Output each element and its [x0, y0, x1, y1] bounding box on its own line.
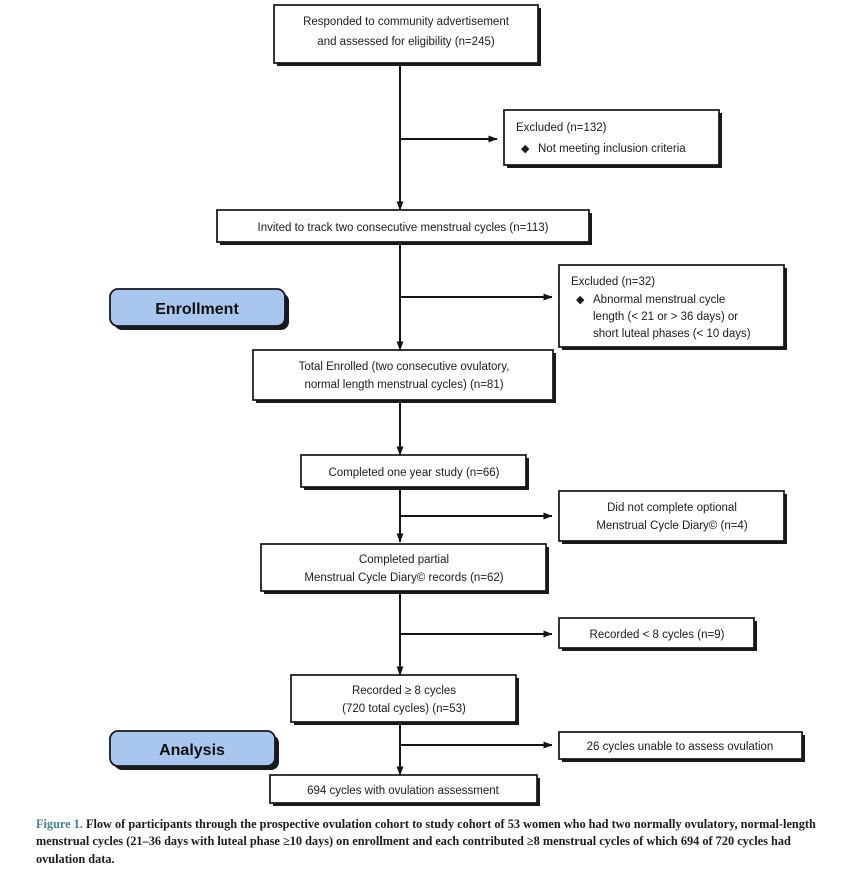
svg-text:Recorded ≥ 8 cycles: Recorded ≥ 8 cycles [352, 685, 456, 697]
enrolled-line2b: (n=81) [470, 379, 504, 391]
stage-enrollment-label: Enrollment [155, 301, 239, 318]
excluded2-title: Excluded [571, 276, 622, 288]
partial-diary-line2a: Menstrual Cycle Diary© records [304, 572, 470, 584]
node-recorded-lt-8: Recorded < 8 cycles (n=9) [558, 617, 757, 651]
svg-text:Analysis: Analysis [159, 742, 225, 759]
unable-assess-text: 26 cycles unable to assess ovulation [587, 741, 774, 753]
recorded-lt8-text-bold: (n=9) [697, 629, 724, 641]
bullet-icon: ◆ [576, 294, 585, 306]
not-complete-diary-line2b: (n=4) [720, 520, 747, 532]
svg-text:Did not complete optional: Did not complete optional [607, 502, 737, 514]
svg-text:694 cycles with ovulation asse: 694 cycles with ovulation assessment [307, 785, 500, 797]
responded-line2b: (n=245) [455, 36, 495, 48]
node-completed-one-year: Completed one year study (n=66) [300, 454, 529, 490]
completed-year-text-bold: (n=66) [466, 467, 500, 479]
node-unable-assess: 26 cycles unable to assess ovulation [558, 731, 805, 762]
node-recorded-ge-8: Recorded ≥ 8 cycles (720 total cycles) (… [290, 674, 519, 725]
stage-label-enrollment: Enrollment [109, 288, 289, 330]
recorded-lt8-text: Recorded < 8 cycles [590, 629, 698, 641]
svg-text:short luteal phases (< 10 days: short luteal phases (< 10 days) [593, 328, 751, 340]
svg-text:Total Enrolled (two consecutiv: Total Enrolled (two consecutive ovulator… [299, 361, 510, 373]
node-total-enrolled: Total Enrolled (two consecutive ovulator… [252, 349, 556, 403]
final-text: 694 cycles with ovulation assessment [307, 785, 500, 797]
svg-text:and assessed for eligibility (: and assessed for eligibility (n=245) [317, 36, 495, 48]
node-responded: Responded to community advertisement and… [273, 4, 541, 66]
node-final-694: 694 cycles with ovulation assessment [269, 774, 540, 806]
not-complete-diary-line1: Did not complete optional [607, 502, 737, 514]
svg-text:26 cycles unable to assess ovu: 26 cycles unable to assess ovulation [587, 741, 774, 753]
figure-caption-body: Flow of participants through the prospec… [36, 817, 816, 866]
svg-text:Menstrual Cycle Diary© records: Menstrual Cycle Diary© records (n=62) [304, 572, 503, 584]
svg-text:Enrollment: Enrollment [155, 301, 239, 318]
stage-label-analysis: Analysis [109, 730, 279, 770]
bullet-icon: ◆ [521, 143, 530, 155]
figure-caption-label: Figure 1. [36, 817, 83, 831]
completed-year-text: Completed one year study [328, 467, 465, 479]
flowchart-diagram: Responded to community advertisement and… [109, 4, 805, 806]
node-excluded-32: Excluded (n=32) ◆ Abnormal menstrual cyc… [558, 264, 787, 350]
svg-text:normal length menstrual cycles: normal length menstrual cycles) (n=81) [304, 379, 503, 391]
node-invited: Invited to track two consecutive menstru… [216, 209, 592, 245]
responded-line2a: and assessed for eligibility [317, 36, 454, 48]
svg-text:Recorded < 8 cycles (n=9): Recorded < 8 cycles (n=9) [590, 629, 725, 641]
enrolled-line2a: normal length menstrual cycles) [304, 379, 470, 391]
invited-text: Invited to track two consecutive menstru… [258, 222, 510, 234]
excluded2-bullet1b: length (< 21 or > 36 days) or [593, 311, 738, 323]
excluded1-title: Excluded [516, 122, 567, 134]
recorded-ge8-line1: Recorded ≥ 8 cycles [352, 685, 456, 697]
svg-text:Abnormal menstrual cycle: Abnormal menstrual cycle [593, 294, 725, 306]
excluded2-bullet1c: short luteal phases (< 10 days) [593, 328, 751, 340]
excluded1-bullet1: Not meeting inclusion criteria [538, 143, 686, 155]
node-did-not-complete-diary: Did not complete optional Menstrual Cycl… [558, 490, 787, 544]
svg-text:Excluded (n=132): Excluded (n=132) [516, 122, 607, 134]
svg-text:Completed one year study (n=66: Completed one year study (n=66) [328, 467, 499, 479]
svg-text:Invited to track two consecuti: Invited to track two consecutive menstru… [258, 222, 549, 234]
figure-caption: Figure 1. Flow of participants through t… [36, 816, 836, 868]
recorded-ge8-line2b: (n=53) [432, 703, 466, 715]
excluded2-title-bold: (n=32) [622, 276, 656, 288]
partial-diary-line2b: (n=62) [470, 572, 504, 584]
svg-text:Responded to community adverti: Responded to community advertisement [303, 16, 510, 28]
svg-text:Completed partial: Completed partial [359, 554, 449, 566]
svg-text:length (< 21 or > 36 days) or: length (< 21 or > 36 days) or [593, 311, 738, 323]
responded-line1: Responded to community advertisement [303, 16, 510, 28]
node-completed-partial-diary: Completed partial Menstrual Cycle Diary©… [260, 543, 549, 594]
svg-text:Excluded (n=32): Excluded (n=32) [571, 276, 655, 288]
svg-text:Menstrual Cycle Diary© (n=4): Menstrual Cycle Diary© (n=4) [596, 520, 747, 532]
excluded2-bullet1a: Abnormal menstrual cycle [593, 294, 725, 306]
stage-analysis-label: Analysis [159, 742, 225, 759]
node-excluded-132: Excluded (n=132) ◆ Not meeting inclusion… [503, 109, 722, 168]
partial-diary-line1: Completed partial [359, 554, 449, 566]
excluded1-title-bold: (n=132) [567, 122, 607, 134]
recorded-ge8-line2a: (720 total cycles) [342, 703, 432, 715]
svg-text:(720 total cycles) (n=53): (720 total cycles) (n=53) [342, 703, 466, 715]
invited-text-bold: (n=113) [509, 222, 548, 234]
svg-text:Not meeting inclusion criteria: Not meeting inclusion criteria [538, 143, 686, 155]
not-complete-diary-line2a: Menstrual Cycle Diary© [596, 520, 720, 532]
enrolled-line1: Total Enrolled (two consecutive ovulator… [299, 361, 510, 373]
